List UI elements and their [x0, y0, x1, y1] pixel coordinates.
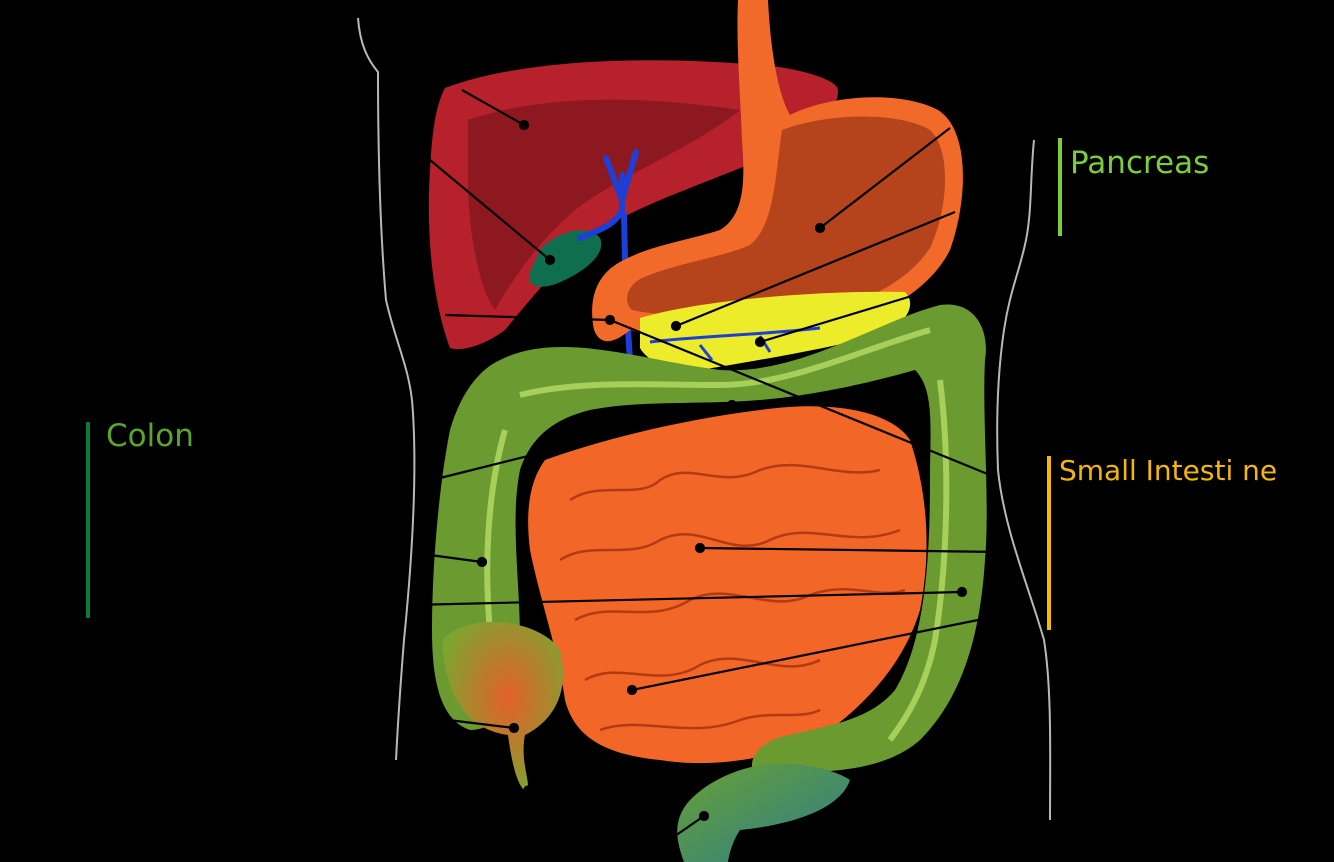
small-intestine [528, 406, 927, 764]
pancreas-label: Pancreas [1070, 145, 1210, 181]
small-intestine-label-bar [1047, 456, 1051, 630]
rectum [677, 763, 850, 862]
leader-lines [409, 89, 1001, 839]
colon-label-bar [86, 422, 90, 618]
colon-label: Colon [106, 418, 194, 454]
pancreas-label-bar [1058, 138, 1062, 236]
esophagus-and-stomach [592, 0, 963, 342]
gallbladder [529, 149, 639, 363]
small-intestine-label: Small Intesti ne [1059, 454, 1278, 487]
colon [432, 304, 987, 775]
body-outline [357, 17, 1052, 821]
appendix [442, 621, 564, 792]
